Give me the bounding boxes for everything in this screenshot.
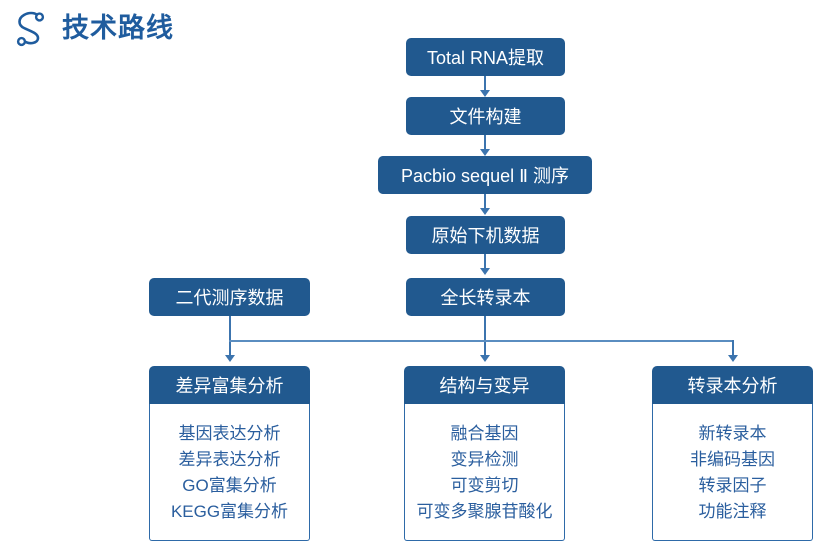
arrowhead-to-transcript-panel [728, 355, 738, 362]
arrowhead-to-full-length [480, 268, 490, 275]
panel-transcript-analysis: 转录本分析 新转录本 非编码基因 转录因子 功能注释 [652, 366, 813, 541]
list-item[interactable]: 可变剪切 [450, 476, 519, 495]
s-path-node-icon [8, 6, 52, 50]
node-raw-data[interactable]: 原始下机数据 [406, 216, 565, 254]
page-header: 技术路线 [0, 0, 833, 56]
connector-total-rna-to-library [484, 76, 486, 95]
panel-body-differential-enrichment: 基因表达分析 差异表达分析 GO富集分析 KEGG富集分析 [149, 404, 310, 541]
panel-title-transcript-analysis[interactable]: 转录本分析 [652, 366, 813, 404]
panel-title-differential-enrichment[interactable]: 差异富集分析 [149, 366, 310, 404]
arrowhead-to-differential-panel [225, 355, 235, 362]
panel-title-structure-variation[interactable]: 结构与变异 [404, 366, 565, 404]
connector-library-to-pacbio [484, 135, 486, 154]
node-pacbio-sequel[interactable]: Pacbio sequel Ⅱ 测序 [378, 156, 592, 194]
list-item[interactable]: 差异表达分析 [178, 450, 281, 469]
list-item[interactable]: GO富集分析 [182, 476, 277, 495]
list-item[interactable]: KEGG富集分析 [170, 502, 289, 521]
node-total-rna[interactable]: Total RNA提取 [406, 38, 565, 76]
arrowhead-to-raw-data [480, 208, 490, 215]
connector-ngs-drop [229, 316, 231, 355]
arrowhead-to-structure-panel [480, 355, 490, 362]
connector-pacbio-to-raw-data [484, 194, 486, 213]
panel-differential-enrichment: 差异富集分析 基因表达分析 差异表达分析 GO富集分析 KEGG富集分析 [149, 366, 310, 541]
node-library-build[interactable]: 文件构建 [406, 97, 565, 135]
distribution-bus-line [229, 340, 733, 342]
list-item[interactable]: 功能注释 [698, 502, 767, 521]
list-item[interactable]: 转录因子 [698, 476, 767, 495]
list-item[interactable]: 融合基因 [450, 424, 519, 443]
list-item[interactable]: 基因表达分析 [178, 424, 281, 443]
panel-body-transcript-analysis: 新转录本 非编码基因 转录因子 功能注释 [652, 404, 813, 541]
page-title: 技术路线 [62, 13, 174, 43]
node-full-length-transcript[interactable]: 全长转录本 [406, 278, 565, 316]
panel-body-structure-variation: 融合基因 变异检测 可变剪切 可变多聚腺苷酸化 [404, 404, 565, 541]
arrowhead-to-library [480, 90, 490, 97]
list-item[interactable]: 新转录本 [698, 424, 767, 443]
connector-full-length-drop [484, 316, 486, 355]
list-item[interactable]: 变异检测 [450, 450, 519, 469]
connector-bus-to-transcript-panel [732, 340, 734, 355]
connector-raw-data-to-full-length [484, 254, 486, 273]
list-item[interactable]: 非编码基因 [690, 450, 775, 469]
panel-structure-variation: 结构与变异 融合基因 变异检测 可变剪切 可变多聚腺苷酸化 [404, 366, 565, 541]
arrowhead-to-pacbio [480, 149, 490, 156]
node-ngs-data[interactable]: 二代测序数据 [149, 278, 310, 316]
list-item[interactable]: 可变多聚腺苷酸化 [416, 502, 553, 521]
